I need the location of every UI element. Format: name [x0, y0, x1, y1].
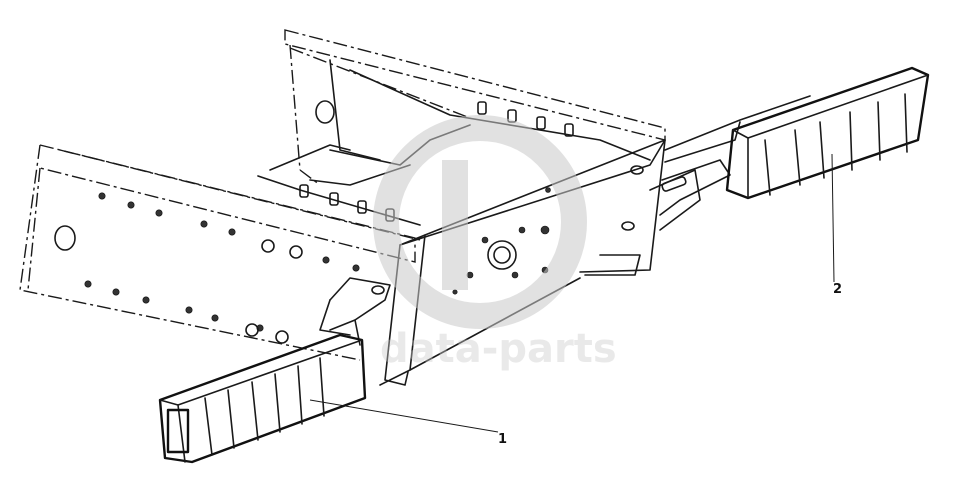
right-marker-lamp [649, 66, 930, 283]
left-marker-lamp [158, 277, 499, 464]
rail-rivets [84, 192, 360, 332]
watermark: data-parts [373, 115, 617, 372]
watermark-text: data-parts [380, 326, 617, 372]
main-side-rail [19, 144, 421, 361]
callout-label-2: 2 [833, 282, 842, 297]
rail-nuts [245, 239, 303, 344]
frame-studs [299, 101, 574, 222]
callout-label-1: 1 [498, 432, 507, 447]
